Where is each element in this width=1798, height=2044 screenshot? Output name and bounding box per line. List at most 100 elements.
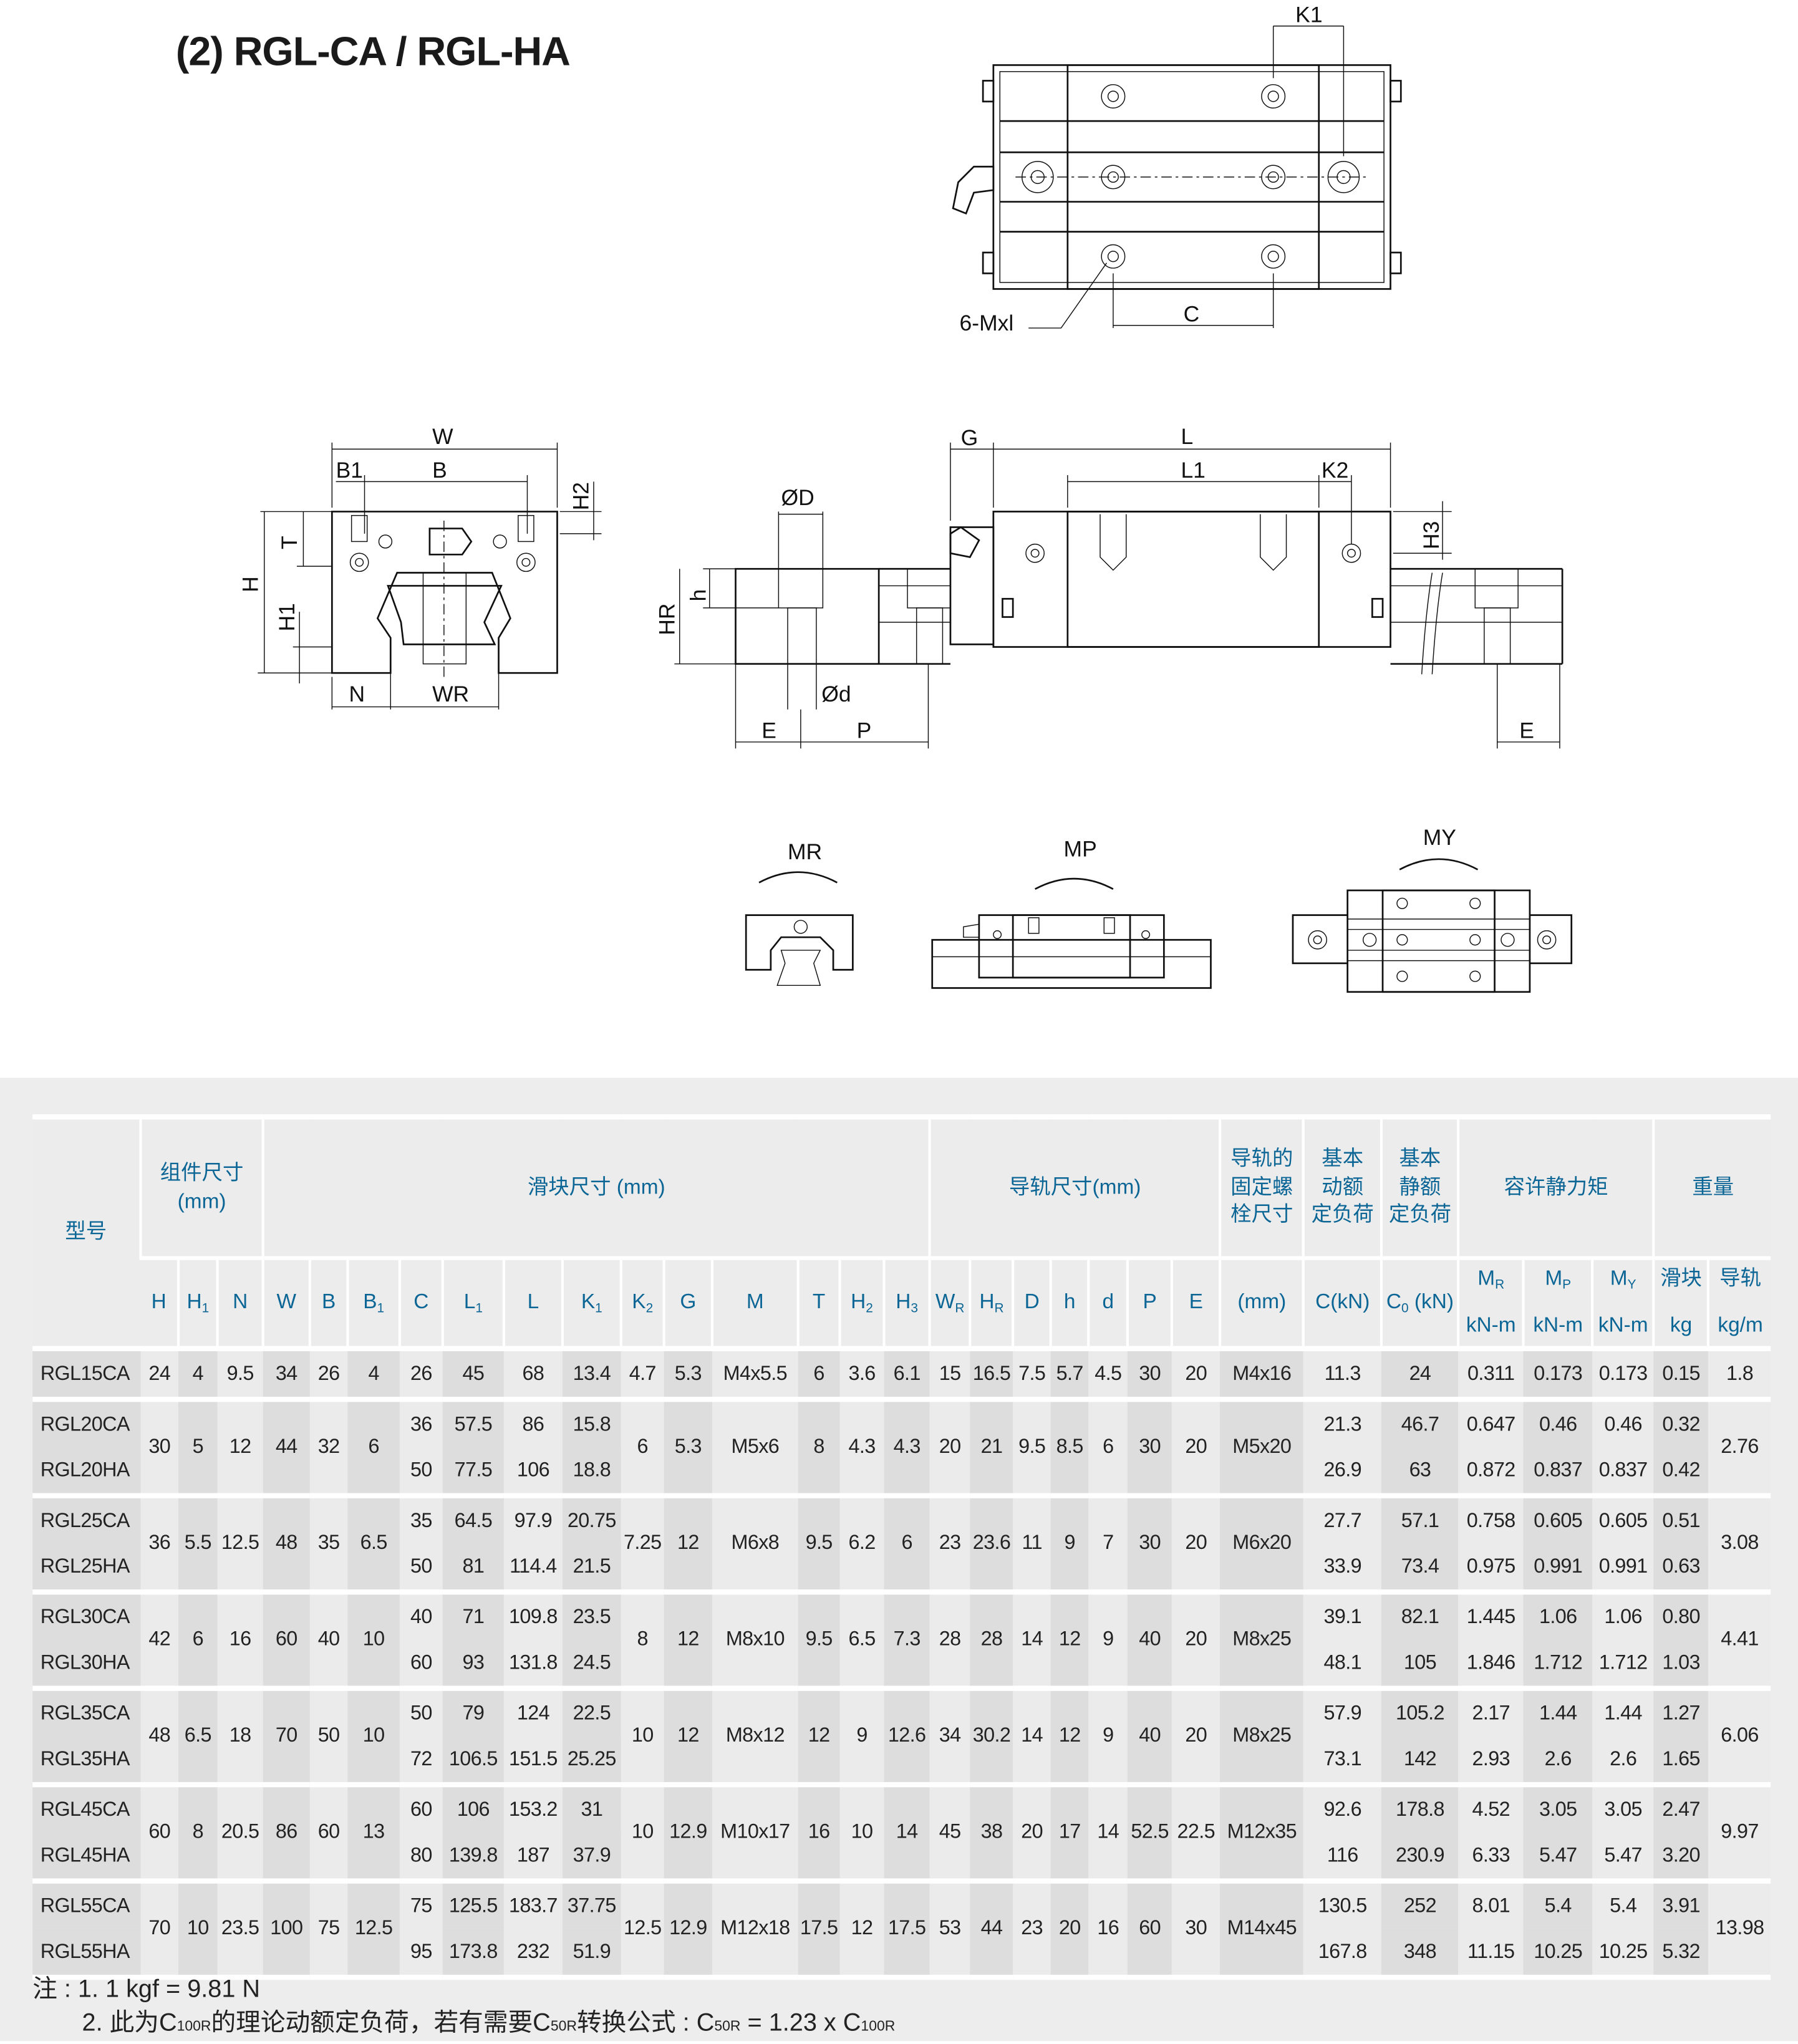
column-header: K2 bbox=[619, 1256, 664, 1349]
moment-symbol-main: M bbox=[1610, 1268, 1628, 1290]
header-weight: 重量 bbox=[1652, 1114, 1771, 1258]
model-cell: RGL45HA bbox=[32, 1833, 141, 1881]
table-cell: 44 bbox=[970, 1878, 1013, 1978]
table-cell: 11.3 bbox=[1303, 1346, 1382, 1400]
table-cell: 20 bbox=[1013, 1781, 1051, 1881]
table-cell: 20.5 bbox=[217, 1781, 263, 1881]
table-cell: 10 bbox=[621, 1781, 664, 1881]
table-cell: 0.758 bbox=[1458, 1493, 1524, 1544]
table-cell: 2.76 bbox=[1708, 1396, 1771, 1496]
table-cell: 3.05 bbox=[1523, 1781, 1593, 1833]
header-static-line: 静额 bbox=[1399, 1176, 1441, 1199]
table-cell: 4.52 bbox=[1458, 1781, 1524, 1833]
table-cell: 82.1 bbox=[1381, 1589, 1459, 1641]
table-cell: 21.5 bbox=[562, 1543, 621, 1593]
table-cell: 1.06 bbox=[1523, 1589, 1593, 1641]
column-header-label: D bbox=[1024, 1291, 1040, 1314]
table-cell: M5x20 bbox=[1220, 1396, 1304, 1496]
column-header: L bbox=[502, 1256, 563, 1349]
table-cell: 5.47 bbox=[1592, 1833, 1654, 1881]
table-cell: 75 bbox=[309, 1878, 348, 1978]
model-cell: RGL15CA bbox=[32, 1346, 141, 1400]
table-cell: 3.6 bbox=[839, 1346, 884, 1400]
table-cell: 10 bbox=[178, 1878, 218, 1978]
table-cell: 57.1 bbox=[1381, 1493, 1459, 1544]
table-cell: 10.25 bbox=[1523, 1929, 1593, 1978]
table-cell: 13.4 bbox=[562, 1346, 621, 1400]
table-cell: 60 bbox=[309, 1781, 348, 1881]
table-cell: 75 bbox=[399, 1878, 443, 1929]
side-view-drawing: G L L1 K2 H3 ØD h HR Ød E P bbox=[654, 424, 1564, 749]
dim-label-b1: B1 bbox=[336, 458, 363, 483]
dim-label-e-right: E bbox=[1519, 718, 1534, 743]
table-cell: 23.5 bbox=[562, 1589, 621, 1641]
table-cell: 0.647 bbox=[1458, 1396, 1524, 1448]
table-cell: 3.08 bbox=[1708, 1493, 1771, 1593]
column-header: W bbox=[261, 1256, 310, 1349]
table-cell: M8x25 bbox=[1220, 1685, 1304, 1785]
table-cell: 4.41 bbox=[1708, 1589, 1771, 1689]
table-cell: 60 bbox=[1128, 1878, 1172, 1978]
table-cell: 4.5 bbox=[1088, 1346, 1128, 1400]
column-header: E bbox=[1171, 1256, 1220, 1349]
table-cell: 0.42 bbox=[1653, 1447, 1709, 1496]
table-cell: 20 bbox=[1050, 1878, 1089, 1978]
table-cell: 6.5 bbox=[839, 1589, 884, 1689]
moment-symbol-main: M bbox=[1545, 1268, 1563, 1290]
header-model: 型号 bbox=[32, 1114, 141, 1349]
table-cell: 27.7 bbox=[1303, 1493, 1382, 1544]
table-cell: 72 bbox=[399, 1736, 443, 1785]
model-cell: RGL30CA bbox=[32, 1589, 141, 1641]
column-header-label: L bbox=[463, 1291, 476, 1313]
table-cell: 0.837 bbox=[1592, 1447, 1654, 1496]
dim-label-c: C bbox=[1184, 302, 1200, 327]
table-cell: 105 bbox=[1381, 1640, 1459, 1689]
table-cell: 2.6 bbox=[1592, 1736, 1654, 1785]
column-header-subscript: R bbox=[994, 1301, 1004, 1316]
table-cell: 13.98 bbox=[1708, 1878, 1771, 1978]
table-cell: 142 bbox=[1381, 1736, 1459, 1785]
table-cell: 232 bbox=[503, 1929, 563, 1978]
table-cell: 0.46 bbox=[1592, 1396, 1654, 1448]
weight-label: 滑块 bbox=[1660, 1268, 1702, 1291]
table-cell: 12 bbox=[664, 1685, 712, 1785]
table-cell: 30 bbox=[1172, 1878, 1220, 1978]
table-cell: 9.5 bbox=[1013, 1396, 1051, 1496]
column-header: H3 bbox=[882, 1256, 930, 1349]
table-cell: 1.8 bbox=[1708, 1346, 1771, 1400]
table-cell: 5.47 bbox=[1523, 1833, 1593, 1881]
table-cell: 0.80 bbox=[1653, 1589, 1709, 1641]
column-header: H bbox=[140, 1256, 179, 1349]
moment-symbol-subscript: P bbox=[1562, 1278, 1572, 1293]
model-cell: RGL55HA bbox=[32, 1929, 141, 1978]
moment-unit: kN-m bbox=[1466, 1315, 1516, 1338]
table-cell: 6 bbox=[621, 1396, 664, 1496]
table-cell: 7.3 bbox=[884, 1589, 930, 1689]
header-block: 滑块尺寸 (mm) bbox=[261, 1114, 930, 1258]
table-cell: 22.5 bbox=[562, 1685, 621, 1737]
model-cell: RGL35CA bbox=[32, 1685, 141, 1737]
table-cell: 25.25 bbox=[562, 1736, 621, 1785]
table-cell: M8x12 bbox=[712, 1685, 798, 1785]
table-cell: 0.51 bbox=[1653, 1493, 1709, 1544]
table-cell: 106.5 bbox=[442, 1736, 504, 1785]
column-header-label: E bbox=[1189, 1291, 1203, 1314]
table-cell: 24 bbox=[140, 1346, 179, 1400]
dim-label-w: W bbox=[432, 424, 453, 449]
column-header: (mm) bbox=[1219, 1256, 1304, 1349]
column-header-label: W bbox=[276, 1291, 297, 1314]
section-title: (2) RGL-CA / RGL-HA bbox=[175, 28, 571, 74]
table-cell: 6 bbox=[1088, 1396, 1128, 1496]
table-cell: 8 bbox=[178, 1781, 218, 1881]
column-header-subscript: R bbox=[955, 1301, 965, 1316]
table-cell: 1.44 bbox=[1523, 1685, 1593, 1737]
table-cell: 46.7 bbox=[1381, 1396, 1459, 1448]
table-cell: 106 bbox=[503, 1447, 563, 1496]
table-cell: 11 bbox=[1013, 1493, 1051, 1593]
table-cell: 10 bbox=[347, 1685, 400, 1785]
table-cell: 8 bbox=[798, 1396, 840, 1496]
table-cell: 16.5 bbox=[970, 1346, 1013, 1400]
table-cell: 10 bbox=[621, 1685, 664, 1785]
